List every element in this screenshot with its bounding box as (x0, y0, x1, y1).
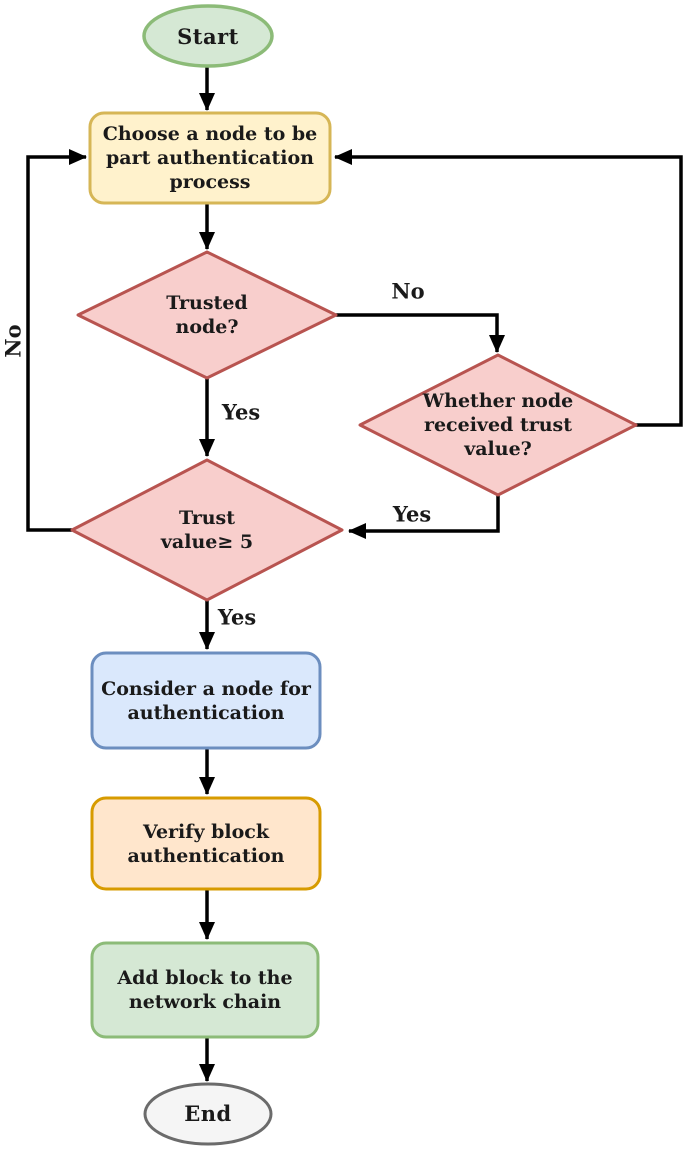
edge-received-yes-to-trust (348, 495, 500, 539)
connector-group (26, 67, 683, 1082)
end-node (143, 1082, 273, 1146)
start-node (142, 4, 274, 68)
add-block-node (90, 941, 320, 1039)
trusted-node-decision (76, 250, 338, 380)
consider-node (90, 651, 322, 750)
edge-trusted-no-to-received (336, 313, 505, 353)
trust-value-decision (70, 458, 344, 602)
verify-node (90, 796, 322, 891)
edge-received-no-to-choose (334, 149, 683, 427)
choose-node (88, 111, 332, 205)
received-trust-decision (358, 353, 638, 497)
edge-trust-no-to-choose (26, 149, 87, 532)
